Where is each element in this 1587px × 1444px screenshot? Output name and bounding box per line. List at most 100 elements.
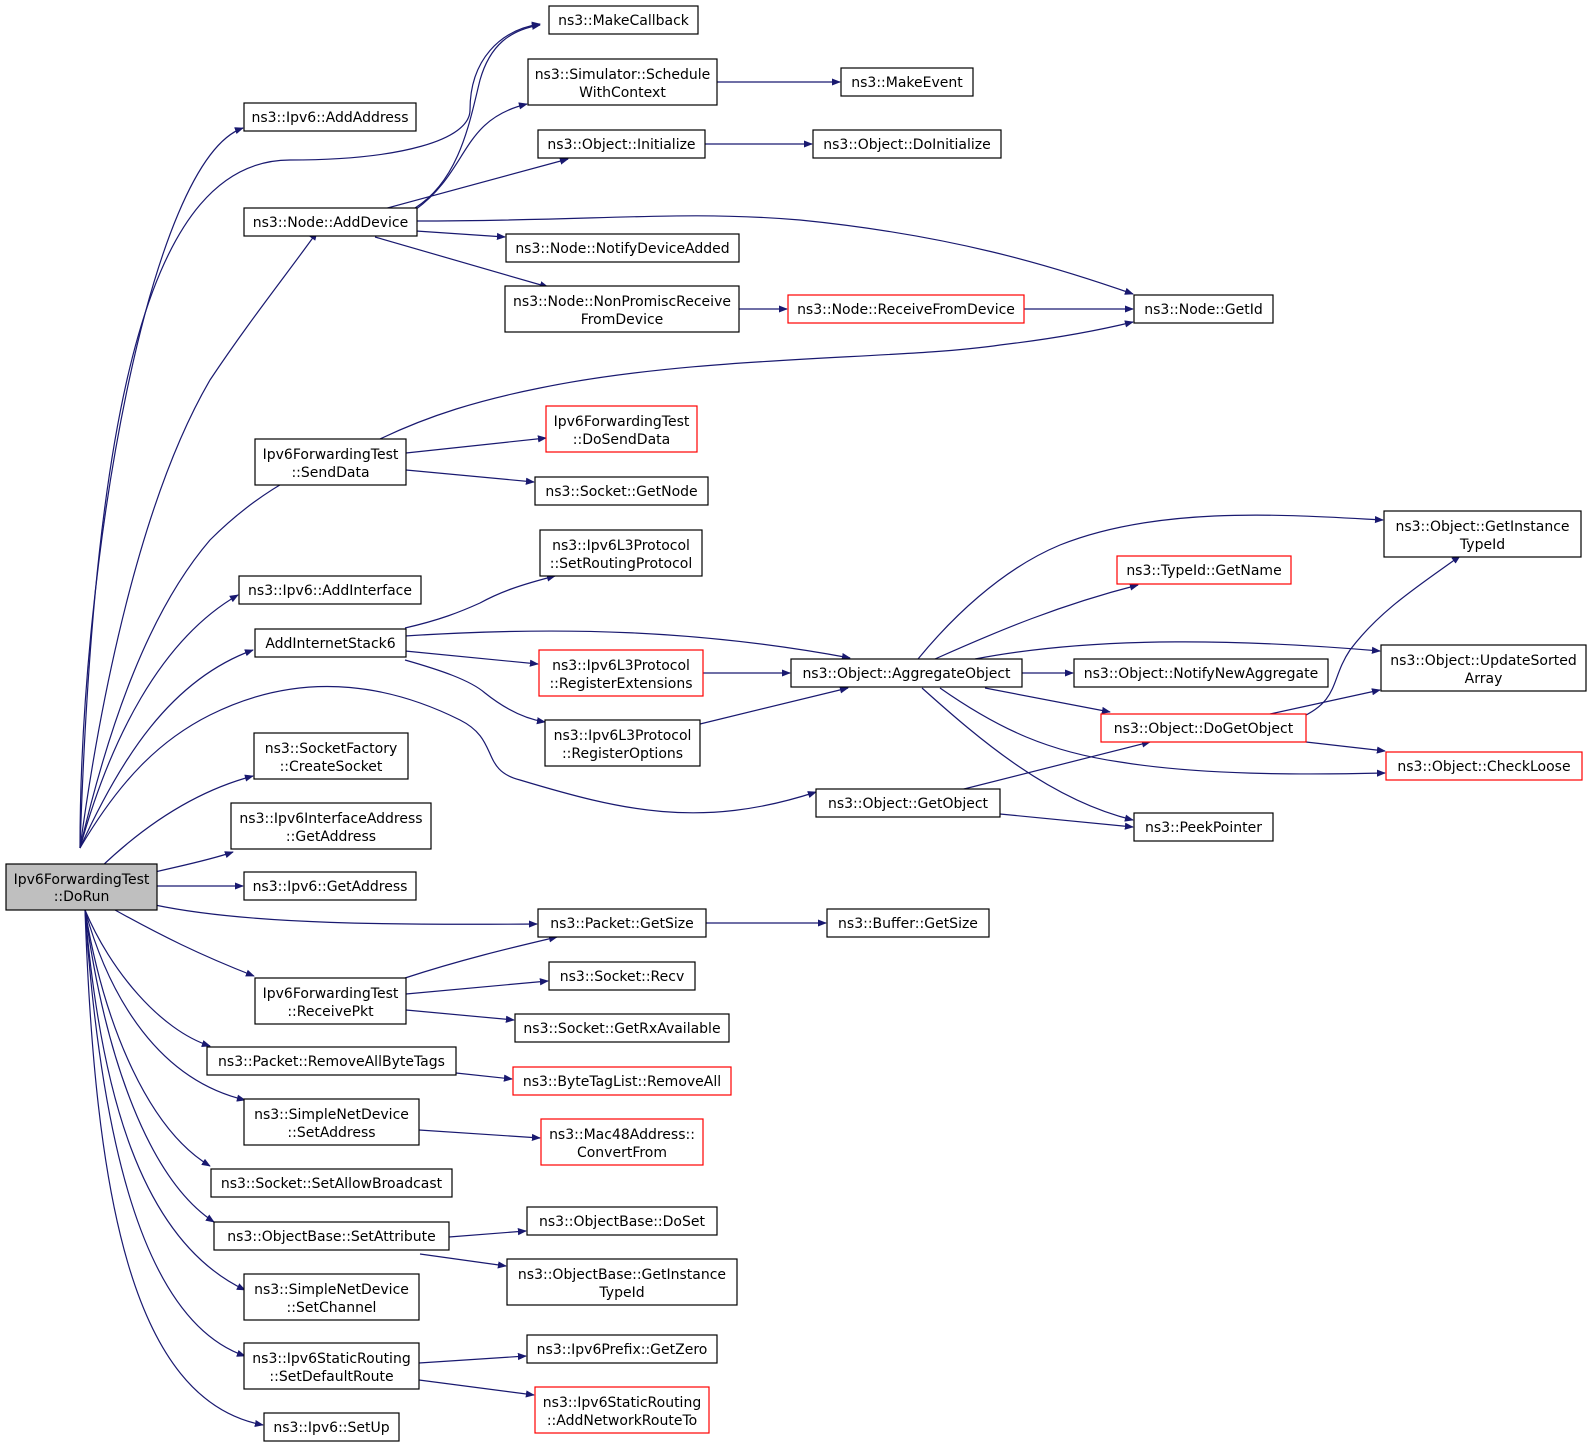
- edge-aggregate-getname: [934, 583, 1139, 660]
- edge-defaultroute-getzero: [418, 1352, 527, 1364]
- node-makeevent[interactable]: ns3::MakeEvent: [840, 67, 974, 97]
- node-object-doinitialize[interactable]: ns3::Object::DoInitialize: [812, 129, 1002, 159]
- edge-stack-aggregate: [404, 630, 851, 661]
- node-packet-getsize[interactable]: ns3::Packet::GetSize: [537, 908, 707, 938]
- node-typeid-getname[interactable]: ns3::TypeId::GetName: [1116, 555, 1292, 585]
- node-receivepkt[interactable]: Ipv6ForwardingTest::ReceivePkt: [254, 977, 407, 1025]
- edge-setattribute-doset: [448, 1228, 527, 1238]
- edge-dogetobject-updatesorted: [1269, 688, 1381, 715]
- node-peekpointer[interactable]: ns3::PeekPointer: [1133, 812, 1274, 842]
- edge-dogetobject-checkloose: [1305, 741, 1386, 754]
- node-object-getobject[interactable]: ns3::Object::GetObject: [815, 788, 1001, 818]
- edge-senddata-getnode: [405, 469, 535, 485]
- node-label: ns3::Packet::GetSize: [550, 916, 693, 932]
- node-dorun[interactable]: Ipv6ForwardingTest::DoRun: [5, 863, 158, 911]
- node-ipv6staticrouting-setdefaultroute[interactable]: ns3::Ipv6StaticRouting::SetDefaultRoute: [243, 1342, 420, 1390]
- edge-dorun-getobject: [79, 685, 817, 849]
- node-socket-recv[interactable]: ns3::Socket::Recv: [548, 961, 696, 991]
- node-makecallback[interactable]: ns3::MakeCallback: [548, 5, 699, 35]
- node-label: ::SetRoutingProtocol: [550, 556, 693, 572]
- node-ipv6-getaddress[interactable]: ns3::Ipv6::GetAddress: [243, 871, 417, 901]
- node-label: ns3::Object::DoInitialize: [823, 137, 990, 153]
- edge-dorun-makecallback: [79, 21, 541, 849]
- node-simplenetdevice-setchannel[interactable]: ns3::SimpleNetDevice::SetChannel: [243, 1273, 420, 1321]
- node-ipv6staticrouting-addnetworkrouteto[interactable]: ns3::Ipv6StaticRouting::AddNetworkRouteT…: [534, 1386, 710, 1434]
- edge-registeropts-aggregate: [699, 686, 849, 725]
- node-addinternetstack6[interactable]: AddInternetStack6: [254, 628, 407, 658]
- node-label: ns3::Node::GetId: [1144, 302, 1262, 318]
- edge-dorun-packet-getsize: [154, 904, 538, 928]
- edge-aggregate-getinstancetypeid: [917, 514, 1384, 660]
- node-ipv6l3-setroutingprotocol[interactable]: ns3::Ipv6L3Protocol::SetRoutingProtocol: [539, 529, 703, 577]
- node-label: ns3::TypeId::GetName: [1126, 563, 1281, 579]
- node-object-dogetobject[interactable]: ns3::Object::DoGetObject: [1100, 713, 1307, 743]
- edge-receivepkt-recv: [405, 978, 549, 995]
- node-objectbase-doset[interactable]: ns3::ObjectBase::DoSet: [526, 1206, 718, 1236]
- edge-senddata-getid: [379, 320, 1134, 440]
- edge-dorun-setchannel: [84, 909, 246, 1291]
- node-objectbase-setattribute[interactable]: ns3::ObjectBase::SetAttribute: [213, 1221, 450, 1251]
- node-packet-removeallbytetags[interactable]: ns3::Packet::RemoveAllByteTags: [206, 1046, 457, 1076]
- node-label: ConvertFrom: [577, 1145, 667, 1161]
- node-label: ns3::Ipv6StaticRouting: [543, 1395, 701, 1411]
- node-senddata-dosenddata[interactable]: Ipv6ForwardingTest::DoSendData: [545, 405, 698, 453]
- node-ipv6prefix-getzero[interactable]: ns3::Ipv6Prefix::GetZero: [526, 1334, 718, 1364]
- node-label: ns3::Socket::SetAllowBroadcast: [221, 1176, 443, 1192]
- node-senddata[interactable]: Ipv6ForwardingTest::SendData: [254, 438, 407, 486]
- node-object-aggregateobject[interactable]: ns3::Object::AggregateObject: [790, 658, 1023, 688]
- edge-removeallbytetags-removeall: [455, 1072, 513, 1082]
- edge-adddevice-notifydeviceadded: [415, 230, 506, 241]
- node-label: Ipv6ForwardingTest: [263, 447, 399, 463]
- node-label: ::RegisterExtensions: [549, 676, 692, 692]
- node-ipv6-setup[interactable]: ns3::Ipv6::SetUp: [263, 1412, 400, 1442]
- node-label: ns3::Ipv6L3Protocol: [552, 538, 690, 554]
- node-label: ns3::Node::NonPromiscReceive: [513, 294, 731, 310]
- node-label: ns3::Node::AddDevice: [253, 215, 408, 231]
- node-label: ::GetAddress: [286, 829, 376, 845]
- node-label: Ipv6ForwardingTest: [554, 414, 690, 430]
- node-ipv6-addaddress[interactable]: ns3::Ipv6::AddAddress: [243, 102, 417, 132]
- node-socket-setallowbroadcast[interactable]: ns3::Socket::SetAllowBroadcast: [210, 1168, 453, 1198]
- node-label: ns3::Ipv6L3Protocol: [552, 658, 690, 674]
- node-socketfactory-createsocket[interactable]: ns3::SocketFactory::CreateSocket: [253, 732, 409, 780]
- node-object-notifynewaggregate[interactable]: ns3::Object::NotifyNewAggregate: [1073, 658, 1329, 688]
- node-ipv6interfaceaddress-getaddress[interactable]: ns3::Ipv6InterfaceAddress::GetAddress: [230, 802, 432, 850]
- node-object-checkloose[interactable]: ns3::Object::CheckLoose: [1385, 751, 1583, 781]
- node-label: FromDevice: [581, 312, 664, 328]
- node-label: ns3::ByteTagList::RemoveAll: [523, 1074, 721, 1090]
- node-ipv6-addinterface[interactable]: ns3::Ipv6::AddInterface: [238, 575, 422, 605]
- edge-dorun-setup: [84, 909, 264, 1428]
- edge-setaddress-convertfrom: [418, 1129, 541, 1142]
- edge-getobject-dogetobject: [959, 740, 1151, 791]
- edge-dorun-setattribute: [84, 909, 215, 1223]
- node-node-receivefromdevice[interactable]: ns3::Node::ReceiveFromDevice: [787, 294, 1025, 324]
- node-label: ::DoSendData: [573, 432, 670, 448]
- node-label: ns3::Object::Initialize: [547, 137, 695, 153]
- node-simplenetdevice-setaddress[interactable]: ns3::SimpleNetDevice::SetAddress: [243, 1098, 420, 1146]
- node-label: ns3::Ipv6::GetAddress: [253, 879, 408, 895]
- node-ipv6l3-registerextensions[interactable]: ns3::Ipv6L3Protocol::RegisterExtensions: [538, 649, 704, 697]
- edges: [79, 21, 1461, 1428]
- edge-dorun-addinternetstack6: [79, 649, 254, 849]
- edge-dorun-addaddress: [79, 127, 244, 849]
- node-node-getid[interactable]: ns3::Node::GetId: [1133, 294, 1274, 324]
- node-label: ns3::Buffer::GetSize: [838, 916, 978, 932]
- node-node-adddevice[interactable]: ns3::Node::AddDevice: [243, 207, 418, 237]
- node-label: ::AddNetworkRouteTo: [547, 1413, 697, 1429]
- node-mac48address-convertfrom[interactable]: ns3::Mac48Address::ConvertFrom: [540, 1118, 704, 1166]
- node-ipv6l3-registeroptions[interactable]: ns3::Ipv6L3Protocol::RegisterOptions: [544, 719, 701, 767]
- node-socket-getrxavailable[interactable]: ns3::Socket::GetRxAvailable: [514, 1013, 730, 1043]
- node-object-initialize[interactable]: ns3::Object::Initialize: [537, 129, 706, 159]
- node-socket-getnode[interactable]: ns3::Socket::GetNode: [534, 476, 709, 506]
- edge-aggregate-checkloose: [939, 687, 1386, 777]
- node-node-notifydeviceadded[interactable]: ns3::Node::NotifyDeviceAdded: [505, 233, 740, 263]
- node-label: ns3::Object::AggregateObject: [802, 666, 1011, 682]
- node-buffer-getsize[interactable]: ns3::Buffer::GetSize: [826, 908, 990, 938]
- node-label: ::ReceivePkt: [287, 1004, 374, 1020]
- node-bytetaglist-removeall[interactable]: ns3::ByteTagList::RemoveAll: [512, 1066, 732, 1096]
